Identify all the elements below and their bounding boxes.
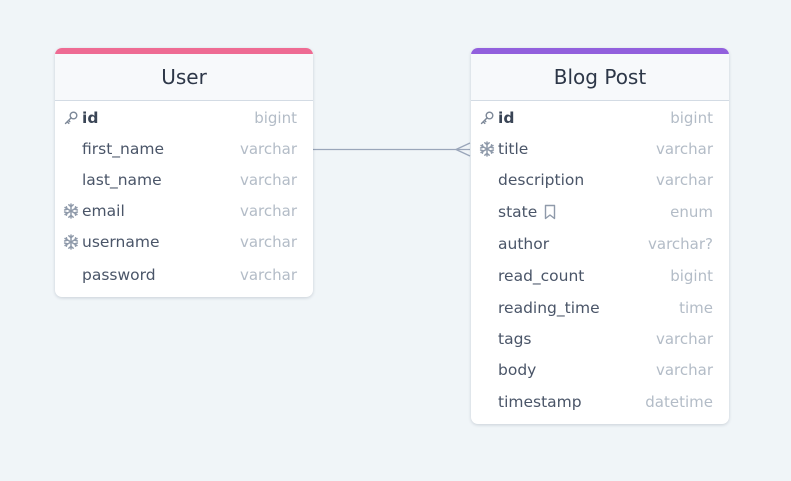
field-row[interactable]: password varchar [55, 261, 313, 289]
field-type: datetime [645, 393, 713, 411]
field-name: password [82, 266, 156, 284]
field-name: first_name [82, 140, 164, 158]
field-name: timestamp [498, 393, 582, 411]
field-name-text: body [498, 361, 537, 379]
table-header-accent [55, 48, 313, 54]
field-name-text: read_count [498, 267, 585, 285]
field-type: varchar [239, 140, 297, 158]
field-type: varchar [655, 140, 713, 158]
field-name-text: last_name [82, 171, 162, 189]
field-name-text: username [82, 233, 160, 251]
field-row[interactable]: body varchar [471, 356, 729, 384]
field-name: body [498, 361, 536, 379]
field-name: id [498, 109, 514, 127]
field-type: varchar [239, 233, 297, 251]
field-type: bigint [670, 109, 713, 127]
field-row[interactable]: title varchar [471, 135, 729, 163]
field-row[interactable]: first_name varchar [55, 135, 313, 163]
field-name: tags [498, 330, 532, 348]
field-name-text: password [82, 266, 156, 284]
snowflake-icon [63, 203, 79, 219]
field-name-text: state [498, 203, 538, 221]
field-row[interactable]: timestamp datetime [471, 388, 729, 416]
field-type: varchar? [648, 235, 713, 253]
field-type: enum [670, 203, 713, 221]
table-header-accent [471, 48, 729, 54]
field-name: title [498, 140, 528, 158]
field-row[interactable]: id bigint [55, 104, 313, 132]
bookmark-icon[interactable] [543, 204, 557, 220]
field-name: id [82, 109, 98, 127]
field-type: varchar [655, 361, 713, 379]
field-type: bigint [254, 109, 297, 127]
field-name: username [82, 233, 160, 251]
key-icon [479, 110, 495, 126]
field-row[interactable]: username varchar [55, 228, 313, 256]
field-row[interactable]: description varchar [471, 166, 729, 194]
field-type: varchar [655, 330, 713, 348]
field-name-text: title [498, 140, 529, 158]
field-row[interactable]: reading_time time [471, 294, 729, 322]
field-row[interactable]: tags varchar [471, 325, 729, 353]
field-name: read_count [498, 267, 584, 285]
key-icon [63, 110, 79, 126]
table-title: User [55, 54, 313, 101]
field-name-text: timestamp [498, 393, 582, 411]
field-name-text: id [498, 109, 515, 127]
field-type: varchar [239, 266, 297, 284]
field-type: bigint [670, 267, 713, 285]
field-row[interactable]: id bigint [471, 104, 729, 132]
field-name: last_name [82, 171, 162, 189]
field-name: reading_time [498, 299, 600, 317]
field-row[interactable]: email varchar [55, 197, 313, 225]
field-type: varchar [239, 202, 297, 220]
field-name-text: reading_time [498, 299, 600, 317]
field-row[interactable]: author varchar? [471, 230, 729, 258]
field-name-text: id [82, 109, 99, 127]
field-name: author [498, 235, 549, 253]
field-type: time [679, 299, 713, 317]
field-name: email [82, 202, 125, 220]
table-title: Blog Post [471, 54, 729, 101]
snowflake-icon [63, 234, 79, 250]
field-row[interactable]: last_name varchar [55, 166, 313, 194]
field-name-text: email [82, 202, 125, 220]
field-name-text: description [498, 171, 585, 189]
field-name: description [498, 171, 584, 189]
field-type: varchar [239, 171, 297, 189]
field-name: state [498, 203, 557, 221]
field-name-text: tags [498, 330, 532, 348]
field-name-text: first_name [82, 140, 164, 158]
field-row[interactable]: state enum [471, 198, 729, 226]
field-type: varchar [655, 171, 713, 189]
field-row[interactable]: read_count bigint [471, 262, 729, 290]
field-name-text: author [498, 235, 550, 253]
snowflake-icon [479, 141, 495, 157]
